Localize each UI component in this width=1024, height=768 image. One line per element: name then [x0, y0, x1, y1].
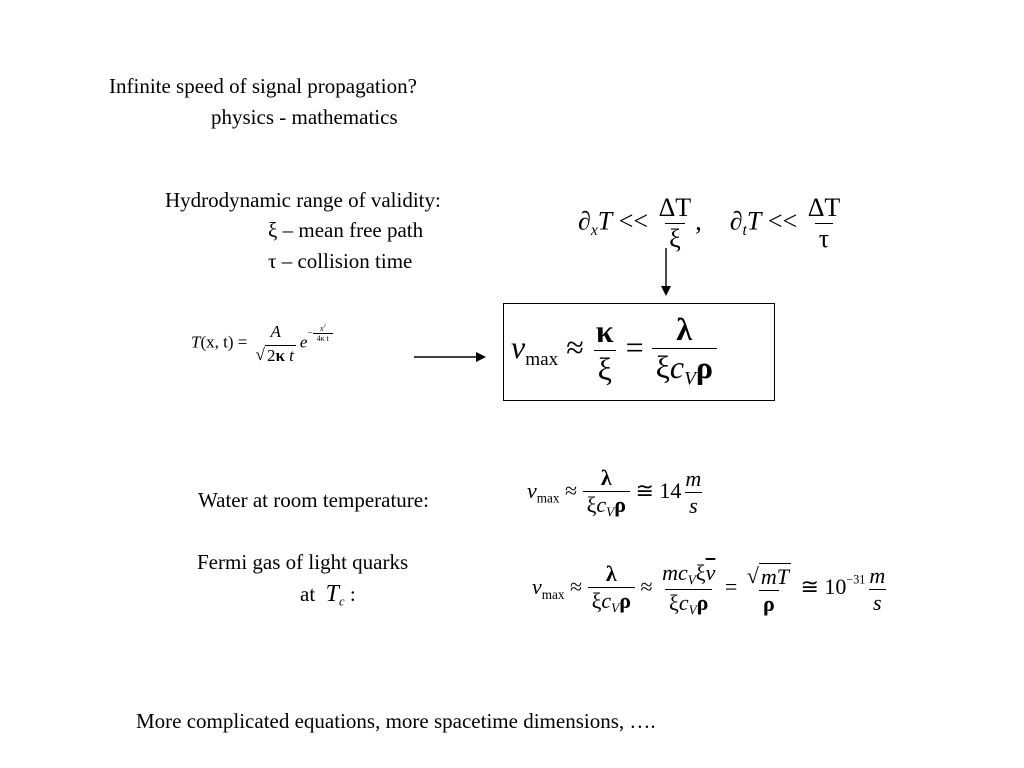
footer-text: More complicated equations, more spaceti…	[136, 709, 656, 733]
validity-xi-line: ξ – mean free path	[268, 218, 423, 242]
right-arrow-icon	[414, 352, 486, 362]
xi-symbol: ξ	[268, 218, 278, 242]
slide-title-line2: physics - mathematics	[211, 105, 398, 129]
xi-description: – mean free path	[277, 218, 424, 242]
slide-title-line1: Infinite speed of signal propagation?	[109, 74, 417, 98]
tau-description: – collision time	[276, 249, 413, 273]
fermi-at-line: at Tc :	[300, 581, 356, 609]
validity-tau-line: τ – collision time	[268, 249, 412, 273]
tau-symbol: τ	[268, 249, 277, 273]
water-label: Water at room temperature:	[198, 488, 429, 512]
fermi-label: Fermi gas of light quarks	[197, 550, 409, 574]
validity-heading: Hydrodynamic range of validity:	[165, 188, 441, 212]
vmax-box	[503, 303, 775, 401]
down-arrow-icon	[661, 248, 671, 296]
